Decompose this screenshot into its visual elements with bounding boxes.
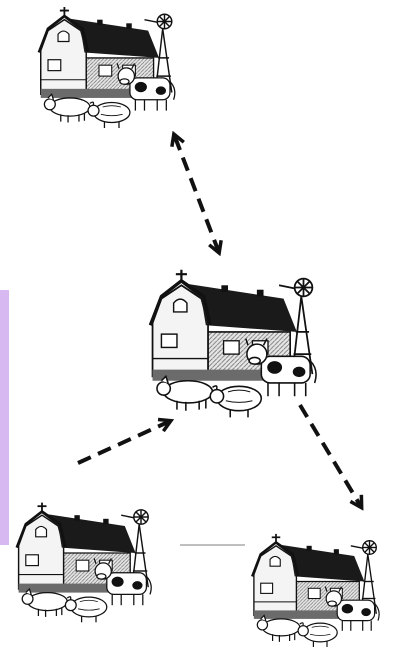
farm-icon: [28, 2, 210, 132]
farm-middle: [137, 258, 359, 428]
farm-icon: [242, 520, 412, 660]
farm-icon: [6, 494, 186, 630]
farm-icon: [137, 258, 359, 428]
link-top-middle: [175, 137, 218, 250]
link-bottom-left-middle: [78, 422, 168, 463]
farm-top: [28, 2, 210, 132]
farm-bottom-right: [242, 520, 412, 660]
farm-bottom-left: [6, 494, 186, 630]
